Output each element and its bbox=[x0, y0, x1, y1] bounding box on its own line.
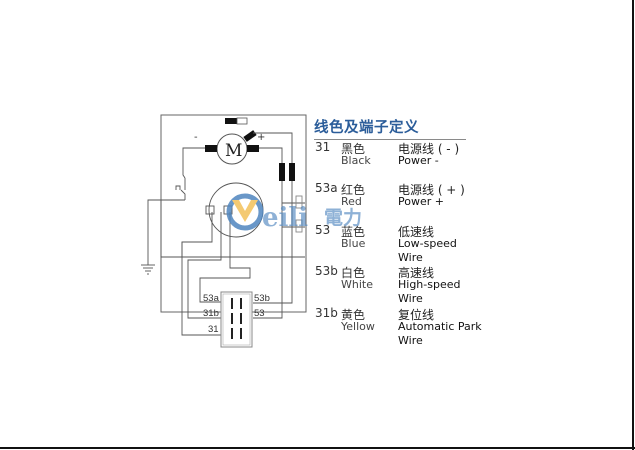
frame-border-bottom bbox=[0, 447, 635, 449]
terminal-code: 53b bbox=[315, 264, 338, 278]
legend-title: 线色及端子定义 bbox=[314, 116, 466, 140]
motor-symbol: M - + bbox=[194, 117, 265, 165]
plus-label: + bbox=[257, 132, 265, 143]
definition-en: High-speed Wire bbox=[398, 278, 461, 305]
wire-color-en: Blue bbox=[341, 237, 366, 250]
terminal-label-53b: 53b bbox=[254, 293, 270, 304]
terminal-label-53a: 53a bbox=[203, 293, 220, 304]
terminal-label-31b: 31b bbox=[203, 308, 219, 319]
watermark-text-cn: 電力 bbox=[324, 206, 362, 229]
terminal-label-53: 53 bbox=[254, 308, 265, 319]
wire-color-cn: 白色 bbox=[341, 266, 366, 280]
definition-en: Low-speed Wire bbox=[398, 237, 457, 264]
wire-color-cn: 红色 bbox=[341, 183, 366, 197]
terminal-code: 53 bbox=[315, 223, 331, 237]
wire-color-cn: 黑色 bbox=[341, 142, 366, 156]
motor-label: M bbox=[225, 141, 242, 161]
definition-cn: 电源线 ( + ) bbox=[398, 183, 465, 197]
connector-block: 53a 53b 31b 53 31 bbox=[203, 291, 270, 348]
watermark-logo: eili 電力 bbox=[226, 193, 362, 233]
wire-color-en: White bbox=[341, 278, 373, 291]
wire-color-cn: 黄色 bbox=[341, 308, 366, 322]
inductor-right bbox=[289, 163, 295, 181]
definition-en: Power + bbox=[398, 195, 444, 208]
inductor-left bbox=[279, 163, 285, 181]
definition-cn: 高速线 bbox=[398, 266, 435, 280]
wire-color-en: Red bbox=[341, 195, 362, 208]
definition-cn: 低速线 bbox=[398, 225, 435, 239]
minus-label: - bbox=[194, 132, 198, 143]
terminal-code: 53a bbox=[315, 181, 338, 195]
wire-color-en: Black bbox=[341, 154, 371, 167]
wire-color-en: Yellow bbox=[341, 320, 375, 333]
definition-cn: 复位线 bbox=[398, 308, 435, 322]
terminal-code: 31b bbox=[315, 306, 338, 320]
definition-cn: 电源线 ( - ) bbox=[398, 142, 460, 156]
frame-border-right bbox=[632, 0, 634, 450]
terminal-label-31: 31 bbox=[208, 324, 219, 335]
terminal-code: 31 bbox=[315, 140, 331, 154]
definition-en: Power - bbox=[398, 154, 439, 167]
legend: 线色及端子定义 31 黑色 Black 电源线 ( - ) Power - 53… bbox=[314, 116, 482, 347]
definition-en: Automatic Park Wire bbox=[398, 320, 482, 347]
wire-color-cn: 蓝色 bbox=[341, 225, 366, 239]
watermark-text: eili bbox=[262, 203, 308, 233]
